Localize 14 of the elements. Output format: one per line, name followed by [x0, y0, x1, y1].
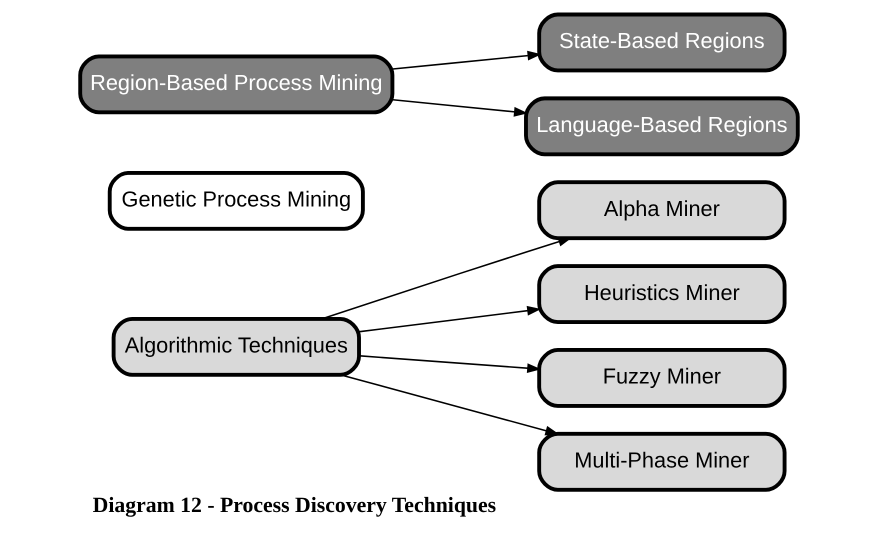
arrow: [392, 50, 542, 70]
arrow: [359, 306, 542, 332]
node-box: Region-Based Process Mining: [78, 54, 394, 114]
node-box: State-Based Regions: [537, 12, 787, 72]
node-box: Multi-Phase Miner: [537, 432, 787, 492]
node-box: Language-Based Regions: [524, 96, 800, 156]
node-box: Heuristics Miner: [537, 264, 787, 324]
node-box: Fuzzy Miner: [537, 348, 787, 408]
node-box: Algorithmic Techniques: [112, 316, 361, 377]
caption: Diagram 12 - Process Discovery Techniques: [92, 492, 496, 517]
node-box: Genetic Process Mining: [108, 170, 365, 231]
node-box: Alpha Miner: [537, 180, 787, 240]
arrow: [392, 99, 528, 117]
arrow: [359, 355, 542, 374]
